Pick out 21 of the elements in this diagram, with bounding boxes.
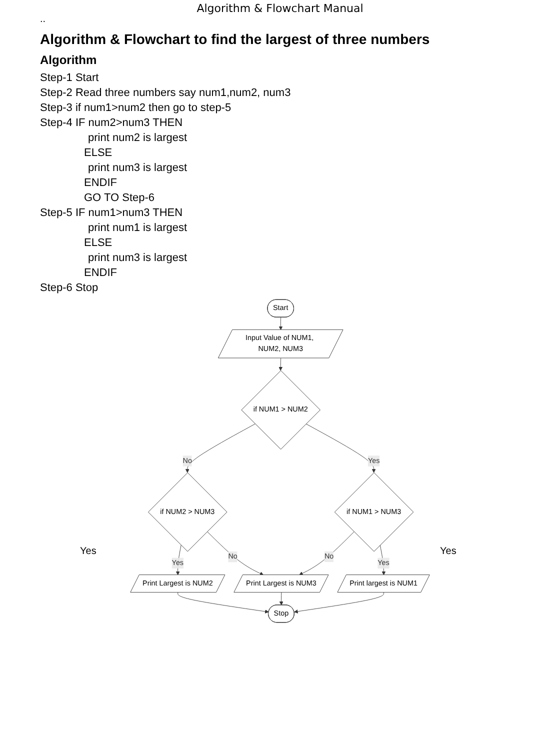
algorithm-step: Step-1 Start bbox=[40, 71, 520, 86]
algorithm-step: print num3 is largest bbox=[40, 161, 520, 176]
algorithm-step: ELSE bbox=[40, 236, 520, 251]
algorithm-step: Step-6 Stop bbox=[40, 281, 520, 296]
algorithm-step: ENDIF bbox=[40, 266, 520, 281]
algorithm-step: Step-3 if num1>num2 then go to step-5 bbox=[40, 101, 520, 116]
note-text: Yes bbox=[440, 546, 456, 557]
algorithm-step: print num3 is largest bbox=[40, 251, 520, 266]
note-text: Yes bbox=[80, 546, 96, 557]
algorithm-step: ELSE bbox=[40, 146, 520, 161]
algorithm-step: Step-5 IF num1>num3 THEN bbox=[40, 206, 520, 221]
page-mark: .. bbox=[40, 15, 47, 25]
algorithm-step: print num2 is largest bbox=[40, 131, 520, 146]
algorithm-step: print num1 is largest bbox=[40, 221, 520, 236]
algorithm-step: ENDIF bbox=[40, 176, 520, 191]
algorithm-step: Step-4 IF num2>num3 THEN bbox=[40, 116, 520, 131]
algorithm-step: Step-2 Read three numbers say num1,num2, num3 bbox=[40, 86, 520, 101]
section-heading: Algorithm bbox=[40, 53, 98, 67]
page-header: Algorithm & Flowchart Manual bbox=[196, 2, 364, 15]
algorithm-step: GO TO Step-6 bbox=[40, 191, 520, 206]
title: Algorithm & Flowchart to find the largest of three numbers bbox=[40, 31, 431, 47]
